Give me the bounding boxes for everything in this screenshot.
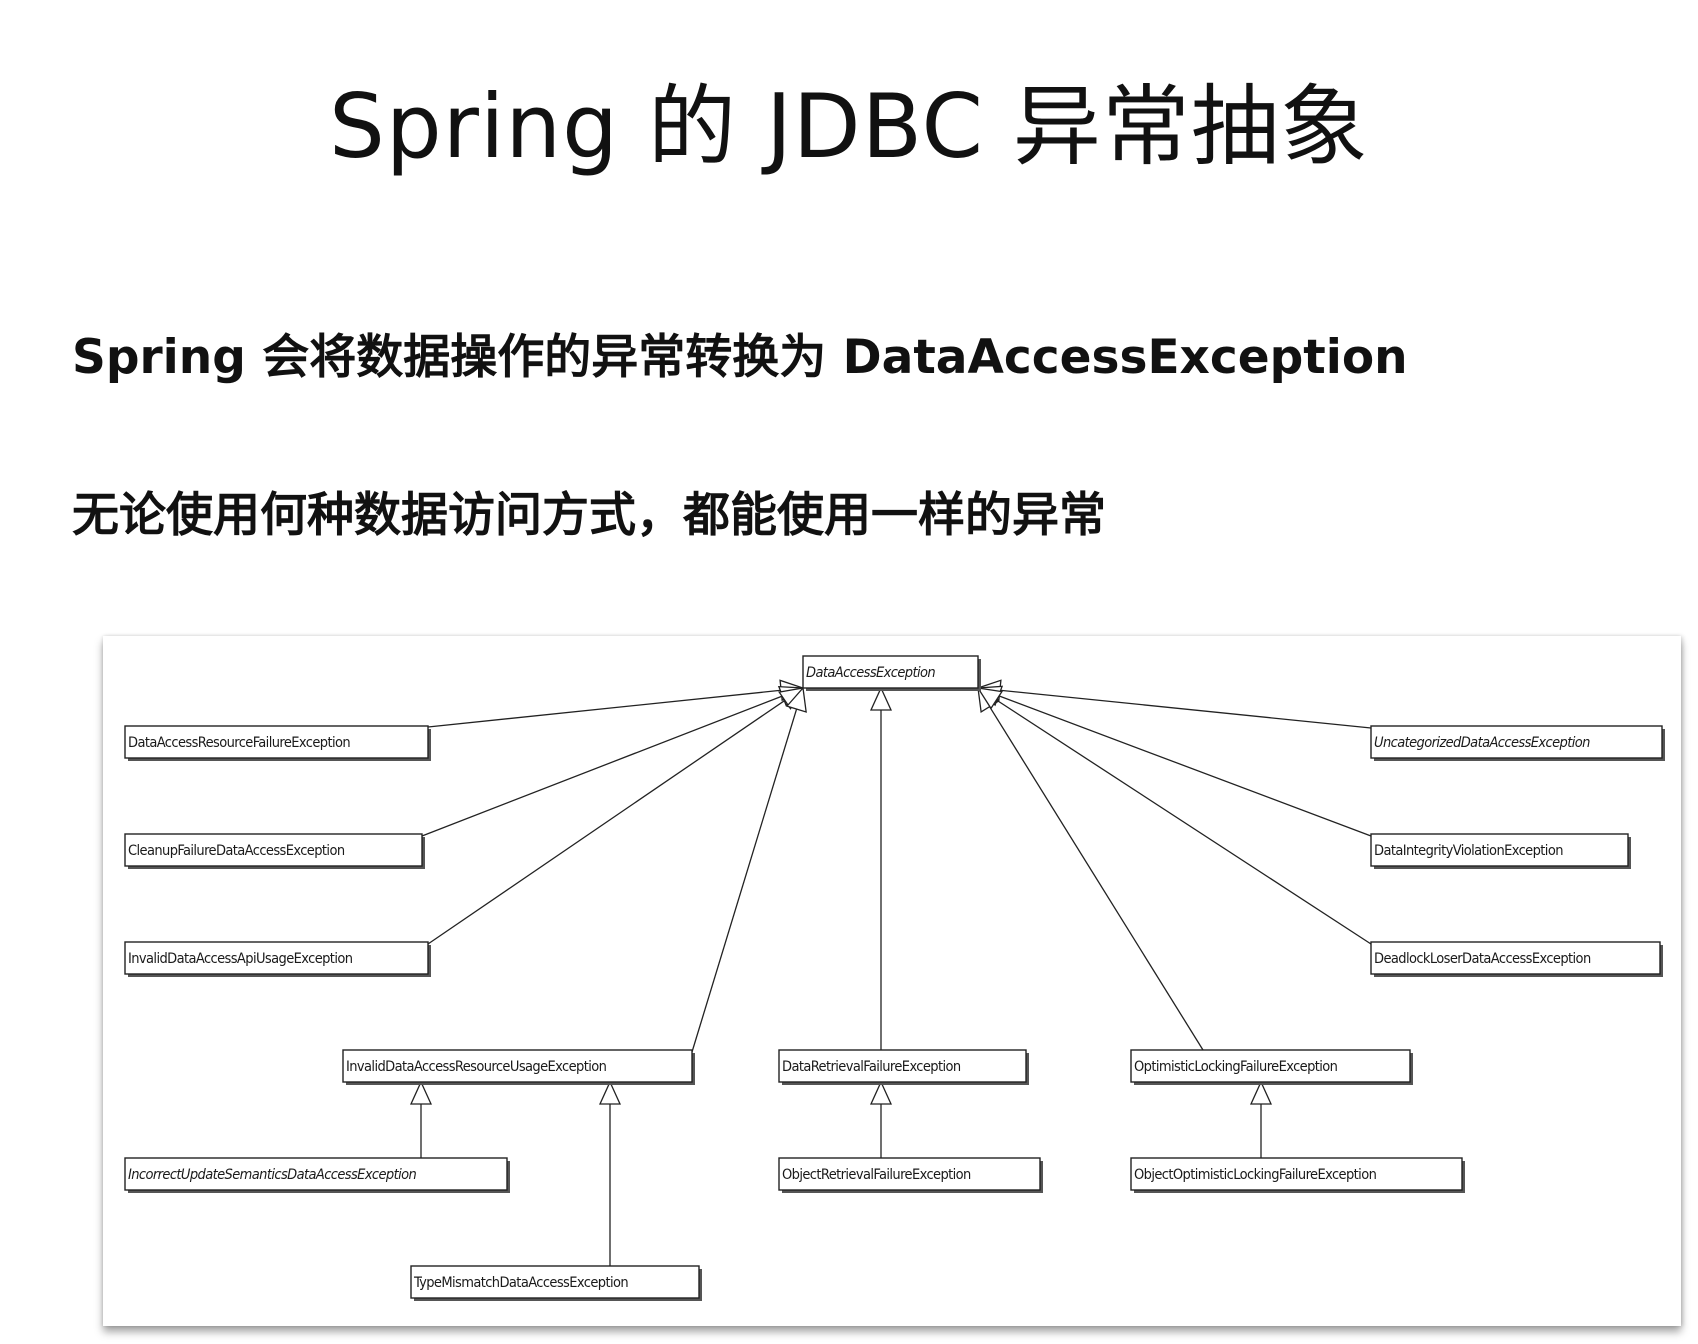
class-name-label: DataAccessResourceFailureException xyxy=(128,735,350,751)
inheritance-edge-udae xyxy=(999,689,1372,729)
class-name-label: OptimisticLockingFailureException xyxy=(1134,1059,1338,1075)
class-box-orfe: ObjectRetrievalFailureException xyxy=(778,1157,1043,1193)
class-box-drfe: DataRetrievalFailureException xyxy=(778,1049,1029,1085)
inheritance-edge-idaaue xyxy=(427,699,786,945)
bullet-point-2: 无论使用何种数据访问方式，都能使用一样的异常 xyxy=(72,488,1106,543)
class-box-idarue: InvalidDataAccessResourceUsageException xyxy=(342,1049,695,1085)
class-box-border xyxy=(124,833,423,867)
class-nodes: DataAccessExceptionDataAccessResourceFai… xyxy=(124,655,1665,1301)
inheritance-edges xyxy=(409,679,1372,1266)
class-box-oolfe: ObjectOptimisticLockingFailureException xyxy=(1130,1157,1465,1193)
generalization-arrowhead-drfe xyxy=(869,686,893,711)
inheritance-edge-idarue xyxy=(691,708,798,1053)
inheritance-edge-cfdae xyxy=(421,695,783,837)
class-box-border xyxy=(410,1265,700,1299)
class-name-label: ObjectOptimisticLockingFailureException xyxy=(1134,1167,1377,1183)
class-box-olfe: OptimisticLockingFailureException xyxy=(1130,1049,1413,1085)
inheritance-edge-dive xyxy=(998,695,1372,837)
generalization-arrowhead-dldae xyxy=(976,687,1003,710)
class-box-border xyxy=(124,1157,508,1191)
class-name-label: ObjectRetrievalFailureException xyxy=(782,1167,971,1183)
class-box-border xyxy=(124,725,429,759)
class-box-border xyxy=(778,1049,1027,1083)
class-name-label: DeadlockLoserDataAccessException xyxy=(1374,951,1591,967)
class-box-border xyxy=(1130,1157,1463,1191)
class-box-darfe: DataAccessResourceFailureException xyxy=(124,725,431,761)
class-box-border xyxy=(342,1049,693,1083)
bullet-point-1: Spring 会将数据操作的异常转换为 DataAccessException xyxy=(72,330,1408,385)
class-box-border xyxy=(802,655,979,689)
class-box-dae: DataAccessException xyxy=(802,655,981,691)
class-box-udae: UncategorizedDataAccessException xyxy=(1370,725,1665,761)
uml-canvas: DataAccessExceptionDataAccessResourceFai… xyxy=(124,655,1665,1301)
class-box-border xyxy=(124,941,429,975)
class-name-label: DataIntegrityViolationException xyxy=(1374,843,1563,859)
class-box-dive: DataIntegrityViolationException xyxy=(1370,833,1631,869)
inheritance-edge-olfe xyxy=(989,706,1204,1051)
class-name-label: TypeMismatchDataAccessException xyxy=(413,1275,628,1291)
class-box-tmdae: TypeMismatchDataAccessException xyxy=(410,1265,702,1301)
class-box-border xyxy=(1370,725,1663,759)
class-box-border xyxy=(1130,1049,1411,1083)
class-box-cfdae: CleanupFailureDataAccessException xyxy=(124,833,425,869)
class-box-border xyxy=(1370,941,1661,975)
class-box-iusdae: IncorrectUpdateSemanticsDataAccessExcept… xyxy=(124,1157,510,1193)
class-box-idaaue: InvalidDataAccessApiUsageException xyxy=(124,941,431,977)
class-name-label: CleanupFailureDataAccessException xyxy=(128,843,345,859)
class-name-label: InvalidDataAccessApiUsageException xyxy=(128,951,353,967)
generalization-arrowhead-idarue xyxy=(785,686,807,713)
class-name-label: InvalidDataAccessResourceUsageException xyxy=(346,1059,607,1075)
inheritance-edge-dldae xyxy=(996,699,1372,945)
class-name-label: DataRetrievalFailureException xyxy=(782,1059,961,1075)
inheritance-edge-darfe xyxy=(427,689,782,728)
class-box-border xyxy=(778,1157,1041,1191)
generalization-arrowhead-iusdae xyxy=(409,1080,433,1105)
generalization-arrowhead-orfe xyxy=(869,1080,893,1105)
generalization-arrowhead-oolfe xyxy=(1249,1080,1273,1105)
class-box-border xyxy=(1370,833,1629,867)
class-box-dldae: DeadlockLoserDataAccessException xyxy=(1370,941,1663,977)
slide-title: Spring 的 JDBC 异常抽象 xyxy=(329,75,1369,178)
generalization-arrowhead-tmdae xyxy=(598,1080,622,1105)
class-name-label: IncorrectUpdateSemanticsDataAccessExcept… xyxy=(128,1167,417,1183)
class-name-label: DataAccessException xyxy=(806,665,935,681)
class-name-label: UncategorizedDataAccessException xyxy=(1374,735,1590,751)
